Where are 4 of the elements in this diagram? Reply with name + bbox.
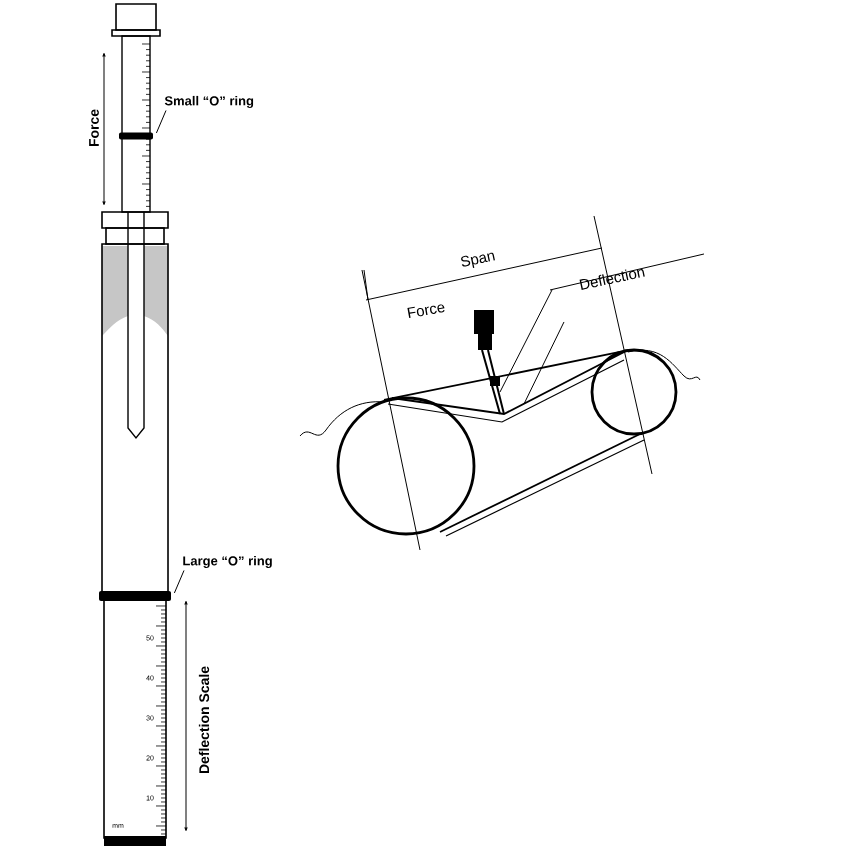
leader-line	[155, 109, 167, 134]
o-ring	[119, 132, 153, 140]
o-ring	[99, 591, 171, 601]
leader-line	[173, 569, 185, 594]
